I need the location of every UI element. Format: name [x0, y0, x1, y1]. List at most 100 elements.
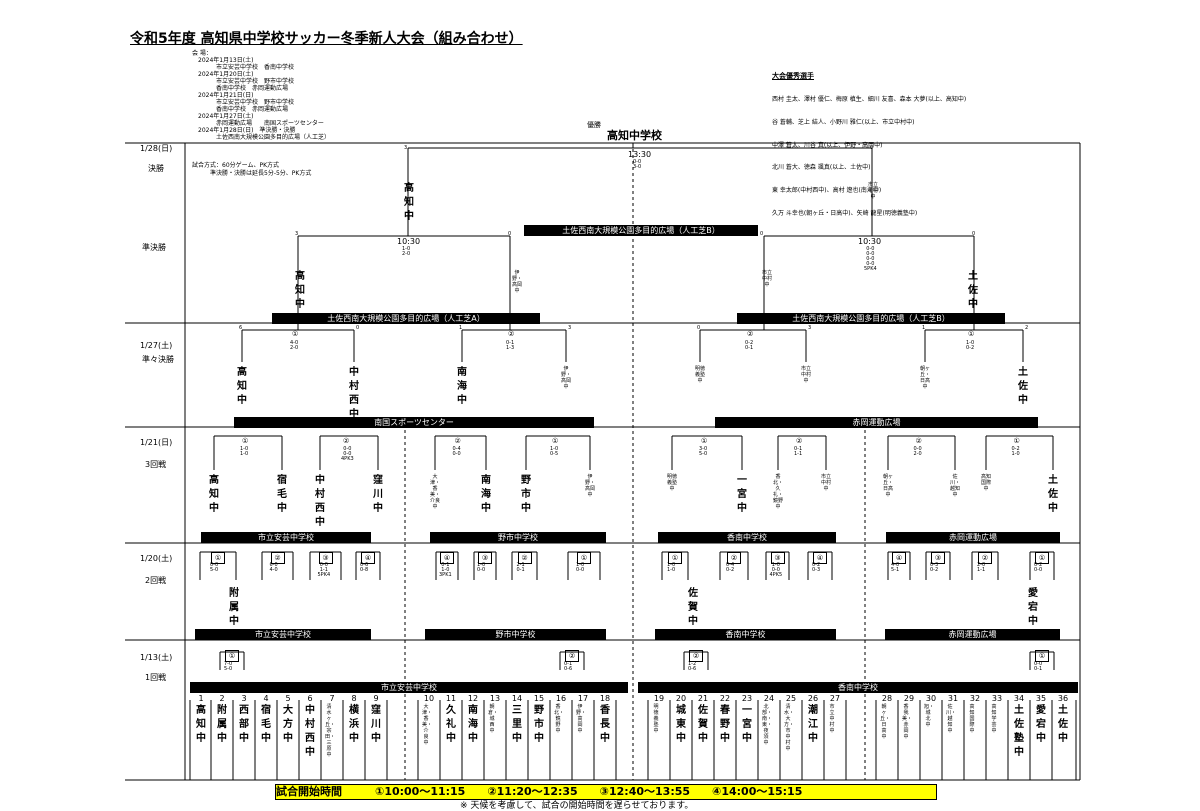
team-name: 高知学芸中 — [991, 704, 997, 734]
qf-team: 市立中村中 — [800, 366, 811, 384]
r1-match-number: ① — [225, 650, 239, 662]
venue-r3: 市立安芸中学校 — [201, 532, 371, 543]
venue-semi-a: 土佐西南大規模公園多目的広場（人工芝A） — [272, 313, 540, 324]
qf-score: 1-0 0-2 — [966, 340, 975, 351]
team-name: 北部・南・東・夜須中 — [762, 704, 773, 746]
r3-score: 1-0 1-0 — [240, 446, 249, 457]
r2-match-number: ④ — [361, 552, 375, 564]
team-number: 5 — [285, 694, 291, 703]
r2-winner: 附属中 — [229, 588, 239, 627]
r2-match-number: ③ — [770, 552, 785, 564]
r1-score: 0-1 0-6 — [564, 661, 573, 672]
qf-right-score: 3 — [568, 325, 572, 331]
r3-score: 0-4 0-0 — [452, 446, 461, 457]
semi-team: 伊野・高岡中 — [511, 270, 522, 294]
team-name: 愛宕中 — [1036, 705, 1046, 744]
semi-team: 市立中村中 — [761, 270, 772, 288]
venue-r3: 野市中学校 — [430, 532, 606, 543]
r3-team: 一宮中 — [737, 475, 747, 514]
semi-right-score: 0 — [508, 231, 512, 237]
venue-qf-right: 赤岡運動広場 — [715, 417, 1038, 428]
venue-r3: 香南中学校 — [658, 532, 836, 543]
venue-r1-right: 香南中学校 — [638, 682, 1078, 693]
best-player-line: 東 幸太郎(中村西中)、高村 遼也(南海中) — [772, 187, 882, 195]
venue-r2: 赤岡運動広場 — [885, 629, 1060, 640]
venue-final: 土佐西南大規模公園多目的広場（人工芝B） — [524, 225, 758, 236]
team-name: 城東中 — [676, 705, 686, 744]
r3-team: 高知中 — [209, 475, 219, 514]
r2-score: 0-1 1-0 3PK1 — [439, 562, 452, 578]
team-name: 春野中 — [720, 705, 730, 744]
page-title: 令和5年度 高知県中学校サッカー冬季新人大会（組み合わせ） — [130, 31, 523, 47]
team-name: 市立中村中 — [829, 704, 835, 734]
qf-right-score: 3 — [808, 325, 812, 331]
team-name: 潮江中 — [808, 705, 818, 744]
r3-team: 窪川中 — [373, 475, 383, 514]
qf-team: 中村西中 — [349, 367, 359, 420]
semi-left-score: 3 — [295, 231, 299, 237]
start-time-bar: 試合開始時間 ①10:00～11:15 ②11:20～12:35 ③12:40～… — [275, 784, 937, 800]
team-number: 16 — [555, 694, 567, 703]
r2-score: 1-0 0-0 4PK5 — [769, 562, 783, 578]
team-number: 24 — [763, 694, 775, 703]
weather-note: ※ 天候を考慮して、試合の開始時間を遅らせております。 — [460, 801, 694, 811]
r3-score: 3-0 5-0 — [699, 446, 708, 457]
team-name: 大津・香美・介良中 — [422, 704, 433, 746]
r2-match-number: ① — [211, 552, 225, 564]
team-name: 清水ヶ丘・宗田・三原中 — [325, 704, 336, 758]
team-name: 大方中 — [283, 705, 293, 744]
r2-match-number: ④ — [813, 552, 827, 564]
match-format: 試合方式：60分ゲーム、PK方式 準決勝・決勝は延長5分-5分、PK方式 — [192, 162, 312, 177]
team-number: 7 — [329, 694, 335, 703]
semi-team: 高知中 — [295, 271, 305, 310]
team-number: 29 — [903, 694, 915, 703]
r2-score: 4-0 5-1 — [891, 562, 900, 573]
team-name: 清水・大方・市中村中 — [784, 704, 795, 752]
r2-winner: 愛宕中 — [1028, 588, 1038, 627]
team-name: 高知国際中 — [969, 704, 975, 734]
final-right-team: 市立中村中 — [867, 182, 878, 200]
team-number: 30 — [925, 694, 937, 703]
r2-score: 6-0 4-0 — [269, 562, 278, 573]
team-number: 20 — [675, 694, 687, 703]
r3-match-number: ① — [701, 437, 708, 445]
r3-score: 0-2 1-0 — [1011, 446, 1020, 457]
qf-team: 朝ヶ丘・日高中 — [919, 366, 930, 390]
r2-match-number: ② — [270, 552, 285, 564]
r2-match-number: ① — [577, 552, 591, 564]
team-number: 14 — [511, 694, 523, 703]
r2-score: 1-0 1-0 — [667, 562, 676, 573]
r1-score: 7-0 5-0 — [224, 661, 233, 672]
team-number: 8 — [351, 694, 357, 703]
r2-match-number: ③ — [318, 552, 333, 564]
qf-team: 土佐中 — [1018, 367, 1028, 406]
team-number: 34 — [1013, 694, 1025, 703]
r1-score: 0-0 0-1 — [1034, 661, 1043, 672]
team-number: 31 — [947, 694, 959, 703]
team-number: 35 — [1035, 694, 1047, 703]
team-name: 香我美・赤岡中 — [902, 704, 913, 740]
team-number: 12 — [467, 694, 479, 703]
team-name: 附属中 — [217, 705, 227, 744]
semi-time: 10:30 — [858, 237, 882, 246]
r3-label: 3回戦 — [145, 460, 167, 469]
r3-team: 宿毛中 — [277, 475, 287, 514]
team-number: 3 — [241, 694, 247, 703]
r3-team: 佐川・越知中 — [949, 474, 960, 498]
r2-score: 0-2 0-3 — [812, 562, 821, 573]
r2-score: 2-0 1-1 — [977, 562, 986, 573]
r1-match-number: ① — [1035, 650, 1049, 662]
r3-team: 大津・香美・介良中 — [429, 474, 440, 510]
qf-match-number: ② — [747, 330, 754, 338]
team-name: 宿毛中 — [261, 705, 271, 744]
final-score: 0-0 3-0 — [633, 159, 642, 170]
r3-team: 市立中村中 — [820, 474, 831, 492]
r2-match-number: ③ — [478, 552, 492, 564]
final-left-score: 3 — [404, 145, 408, 151]
r2-label: 2回戦 — [145, 576, 167, 585]
r2-score: 0-2 0-0 — [1034, 562, 1043, 573]
r2-score: 2-1 0-1 — [516, 562, 525, 573]
team-number: 17 — [577, 694, 589, 703]
r3-team: 野市中 — [521, 475, 531, 514]
team-name: 佐賀中 — [698, 705, 708, 744]
